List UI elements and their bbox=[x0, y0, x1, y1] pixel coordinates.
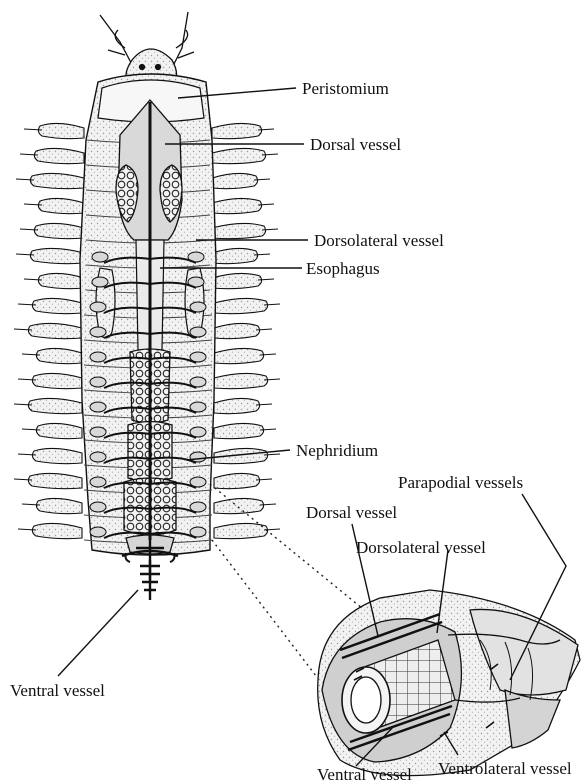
label-peristomium: Peristomium bbox=[302, 79, 389, 98]
parapodium bbox=[36, 423, 82, 438]
parapodium bbox=[38, 198, 84, 213]
parapodium bbox=[212, 173, 258, 188]
parapodia-right bbox=[212, 123, 280, 538]
parapodium bbox=[214, 348, 264, 363]
nephridium-left bbox=[90, 477, 106, 487]
parapodium bbox=[212, 223, 266, 238]
parapodium bbox=[214, 473, 260, 488]
parapodium bbox=[214, 323, 260, 338]
parapodium bbox=[34, 148, 84, 163]
nephridium-left bbox=[90, 427, 106, 437]
nephridium-left bbox=[90, 452, 106, 462]
parapodium bbox=[38, 273, 84, 288]
label-ventral-vessel: Ventral vessel bbox=[10, 681, 105, 700]
nephridium-left bbox=[90, 527, 106, 537]
nephridium-left bbox=[90, 302, 106, 312]
parapodium bbox=[36, 348, 82, 363]
parapodium bbox=[32, 523, 82, 538]
label-dorsolateral-vessel: Dorsolateral vessel bbox=[314, 231, 444, 250]
label-inset-ventrolateral-vessel: Ventrolateral vessel bbox=[438, 759, 572, 778]
label-parapodial-vessels: Parapodial vessels bbox=[398, 473, 523, 492]
parapodium bbox=[32, 448, 82, 463]
parapodium bbox=[214, 423, 264, 438]
parapodium bbox=[32, 298, 82, 313]
parapodium bbox=[28, 323, 82, 338]
parapodium bbox=[214, 298, 268, 313]
nephridium-left bbox=[92, 277, 108, 287]
parapodium bbox=[32, 373, 82, 388]
label-esophagus: Esophagus bbox=[306, 259, 380, 278]
parapodium bbox=[30, 248, 84, 263]
label-nephridium: Nephridium bbox=[296, 441, 378, 460]
parapodium bbox=[212, 148, 266, 163]
nephridium-left bbox=[90, 502, 106, 512]
parapodium bbox=[34, 223, 84, 238]
nephridium-left bbox=[90, 377, 106, 387]
parapodium bbox=[212, 248, 258, 263]
label-inset-ventral-vessel: Ventral vessel bbox=[317, 765, 412, 784]
parapodium bbox=[38, 123, 84, 138]
parapodium bbox=[214, 398, 260, 413]
nephridium-left bbox=[92, 252, 108, 262]
nephridium-left bbox=[90, 352, 106, 362]
parapodium bbox=[30, 173, 84, 188]
ventral-vessel-tail bbox=[140, 560, 160, 600]
parapodium bbox=[36, 498, 82, 513]
label-inset-dorsal-vessel: Dorsal vessel bbox=[306, 503, 397, 522]
parapodium bbox=[212, 198, 262, 213]
parapodium bbox=[28, 398, 82, 413]
nephridium-left bbox=[90, 327, 106, 337]
parapodium bbox=[214, 498, 264, 513]
label-dorsal-vessel: Dorsal vessel bbox=[310, 135, 401, 154]
nephridium-left bbox=[90, 402, 106, 412]
parapodium bbox=[214, 373, 268, 388]
label-inset-dorsolateral-vessel: Dorsolateral vessel bbox=[356, 538, 486, 557]
parapodium bbox=[214, 523, 268, 538]
parapodium bbox=[28, 473, 82, 488]
parapodium bbox=[212, 123, 262, 138]
parapodia-left bbox=[14, 123, 84, 538]
parapodium bbox=[212, 273, 262, 288]
